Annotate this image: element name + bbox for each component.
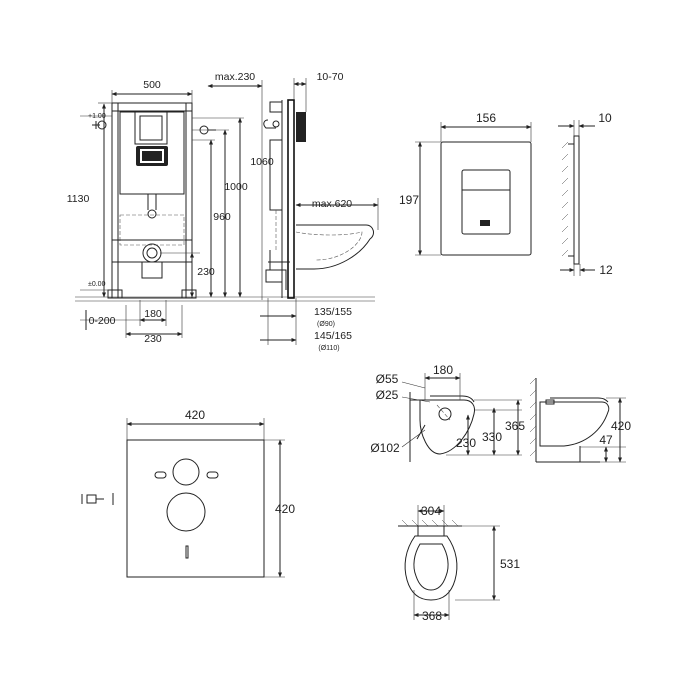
bowl-180-label: 180 — [433, 363, 453, 377]
frame-view-labels: 500 max.230 10-70 +1.00 ±0.00 1130 1060 … — [67, 71, 353, 352]
bowl-47-label: 47 — [599, 433, 613, 447]
pipe-b-dia-label: (Ø110) — [318, 345, 339, 352]
sound-mat-labels: 420 420 — [185, 408, 295, 516]
plate-thickness-label: 10 — [598, 111, 612, 125]
foot-range-label: 0-200 — [89, 315, 116, 327]
pipe-a-label: 135/155 — [314, 306, 352, 318]
bowl-bottom-width-label: 368 — [422, 609, 442, 623]
height-960-label: 960 — [213, 211, 231, 223]
height-230-label: 230 — [197, 266, 215, 278]
height-1130-label: 1130 — [67, 193, 90, 205]
bowl-330-label: 330 — [482, 430, 502, 444]
wall-range-label: 10-70 — [317, 71, 344, 83]
bowl-max-label: max.620 — [312, 198, 352, 210]
dia-25-label: Ø25 — [376, 388, 399, 402]
flush-plate-view — [415, 120, 595, 276]
frame-width-label: 500 — [143, 79, 161, 91]
sound-mat-view — [81, 418, 285, 578]
bowl-side-labels: Ø55 180 Ø25 Ø102 230 330 365 420 47 — [370, 363, 631, 455]
dia-55-label: Ø55 — [376, 372, 399, 386]
plate-height-label: 197 — [399, 193, 419, 207]
mat-width-label: 420 — [185, 408, 205, 422]
bowl-top-labels: 304 368 531 — [421, 504, 520, 623]
spacing-180-label: 180 — [144, 308, 162, 320]
height-1000-label: 1000 — [224, 181, 248, 193]
plate-offset-label: 12 — [599, 263, 613, 277]
zero-level-label: ±0.00 — [88, 281, 106, 288]
dia-102-label: Ø102 — [370, 441, 400, 455]
flush-plate-labels: 156 197 10 12 — [399, 111, 613, 277]
mat-height-label: 420 — [275, 502, 295, 516]
spacing-230-label: 230 — [144, 333, 162, 345]
frame-front-view — [75, 78, 379, 345]
bowl-side-view — [401, 373, 626, 463]
bowl-top-view — [398, 505, 500, 620]
frame-depth-max-label: max.230 — [215, 71, 255, 83]
pipe-b-label: 145/165 — [314, 330, 352, 342]
bowl-length-label: 531 — [500, 557, 520, 571]
pipe-a-dia-label: (Ø90) — [317, 321, 335, 328]
bowl-top-width-label: 304 — [421, 504, 441, 518]
bowl-230-label: 230 — [456, 436, 476, 450]
plate-width-label: 156 — [476, 111, 496, 125]
bowl-365-label: 365 — [505, 419, 525, 433]
bowl-height-420-label: 420 — [611, 419, 631, 433]
plus-level-label: +1.00 — [88, 113, 106, 120]
height-1060-label: 1060 — [250, 156, 274, 168]
